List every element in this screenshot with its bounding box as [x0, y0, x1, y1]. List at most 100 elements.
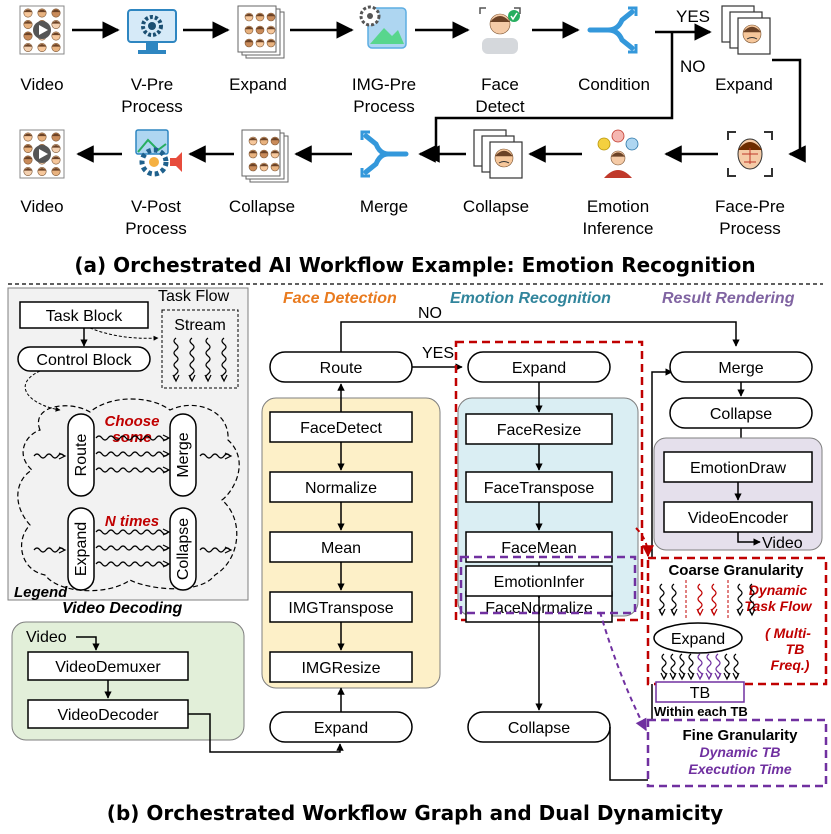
image-gear-icon: [359, 5, 407, 49]
coarse-tb: [655, 681, 745, 703]
legend-merge: Merge: [175, 432, 192, 477]
fine-within: Within each TB: [654, 704, 748, 719]
face-cards-icon: [721, 5, 771, 55]
block-faceresize: FaceResize: [497, 422, 582, 439]
legend-route: Route: [73, 434, 90, 477]
no-label-a: NO: [680, 57, 706, 76]
section-result-rendering: Result Rendering: [662, 290, 795, 307]
legend-cloud: [17, 398, 240, 592]
svg-text:( Multi-: ( Multi-: [765, 625, 811, 641]
legend-title: Legend: [14, 584, 68, 601]
block-rr-collapse: Collapse: [710, 406, 772, 423]
fine-granularity-box: [646, 718, 828, 788]
row1-label-3-1: Process: [353, 97, 414, 116]
row1-label-6-0: Expand: [715, 75, 773, 94]
row2-label-5-1: Inference: [583, 219, 654, 238]
face-cards-icon: [473, 129, 523, 179]
block-normalize: Normalize: [305, 480, 377, 497]
emotion-person-icon: [597, 129, 639, 178]
row2-label-6-0: Face-Pre: [715, 197, 785, 216]
row1-label-1-1: Process: [121, 97, 182, 116]
legend-expand: Expand: [73, 522, 90, 576]
section-emotion-recognition: Emotion Recognition: [450, 290, 611, 307]
row1-label-4-1: Detect: [475, 97, 524, 116]
monitor-gear-icon: [127, 9, 177, 54]
coarse-granularity-box: [646, 556, 828, 686]
row2-label-3-0: Merge: [360, 197, 408, 216]
graph-no: NO: [418, 305, 442, 322]
yes-label-a: YES: [676, 7, 710, 26]
coarse-region-outline: [454, 340, 644, 622]
legend-task-flow: Task Flow: [158, 288, 230, 305]
legend-task-block: [19, 301, 149, 329]
section-face-detection: Face Detection: [283, 290, 397, 307]
gear-speaker-icon: [135, 129, 182, 177]
row1-label-5-0: Condition: [578, 75, 650, 94]
caption-b: (b) Orchestrated Workflow Graph and Dual…: [107, 801, 723, 825]
rr-output-video: Video: [762, 535, 803, 552]
svg-text:TB: TB: [690, 685, 710, 702]
stacked-faces-icon: [241, 129, 289, 183]
legend-panel: Task Block Control Block Task Flow Strea…: [7, 287, 249, 601]
coarse-expand: Expand: [671, 631, 725, 648]
block-er-expand: Expand: [512, 360, 566, 377]
face-check-icon: [479, 7, 521, 54]
legend-choose: Choose: [104, 413, 159, 430]
video-grid-icon: [19, 129, 65, 179]
block-route: Route: [320, 360, 363, 377]
svg-text:Stream: Stream: [174, 317, 226, 334]
caption-a: (a) Orchestrated AI Workflow Example: Em…: [74, 253, 755, 277]
row1-label-2-0: Expand: [229, 75, 287, 94]
legend-n-times: N times: [105, 513, 159, 530]
block-facetranspose: FaceTranspose: [484, 480, 595, 497]
legend-stream-box: [161, 309, 239, 389]
vdec-input-video: Video: [26, 629, 67, 646]
block-er-collapse: Collapse: [508, 720, 570, 737]
svg-text:Execution Time: Execution Time: [688, 761, 791, 777]
graph-yes: YES: [422, 345, 454, 362]
coarse-title: Coarse Granularity: [668, 562, 804, 579]
svg-text:Task Block: Task Block: [46, 308, 123, 325]
block-facemean: FaceMean: [501, 540, 577, 557]
block-fd-expand: Expand: [314, 720, 368, 737]
fork-arrow-icon: [587, 6, 638, 54]
block-emotiondraw: EmotionDraw: [690, 460, 786, 477]
block-imgtranspose: IMGTranspose: [288, 600, 393, 617]
fine-title: Fine Granularity: [682, 727, 798, 744]
block-imgresize: IMGResize: [301, 660, 380, 677]
legend-collapse: Collapse: [175, 518, 192, 580]
row2-label-1-0: V-Post: [131, 197, 181, 216]
row2-label-6-1: Process: [719, 219, 780, 238]
svg-text:Dynamic: Dynamic: [749, 582, 808, 598]
row1-label-0-0: Video: [20, 75, 63, 94]
svg-text:Freq.): Freq.): [771, 657, 810, 673]
face-scan-icon: [727, 131, 773, 177]
row2-label-1-1: Process: [125, 219, 186, 238]
block-videodecoder: VideoDecoder: [57, 707, 159, 724]
row2-label-2-0: Collapse: [229, 197, 295, 216]
section-video-decoding: Video Decoding: [62, 600, 183, 617]
row2-label-5-0: Emotion: [587, 197, 649, 216]
block-videoencoder: VideoEncoder: [688, 510, 789, 527]
merge-arrow-icon: [360, 130, 409, 178]
row2-label-0-0: Video: [20, 197, 63, 216]
row1-label-3-0: IMG-Pre: [352, 75, 416, 94]
workflow-a-arrows: [72, 21, 806, 163]
row1-label-4-0: Face: [481, 75, 519, 94]
video-grid-icon: [19, 5, 65, 55]
row1-label-1-0: V-Pre: [131, 75, 174, 94]
block-merge: Merge: [718, 360, 763, 377]
svg-text:TB: TB: [786, 641, 805, 657]
svg-text:Task Flow: Task Flow: [744, 598, 812, 614]
row2-label-4-0: Collapse: [463, 197, 529, 216]
svg-text:Dynamic TB: Dynamic TB: [700, 744, 781, 760]
block-emotioninfer: EmotionInfer: [494, 574, 585, 591]
fine-region-outline: [459, 555, 637, 615]
stacked-faces-icon: [237, 5, 285, 59]
legend-control-block: [17, 346, 151, 372]
block-videodemuxer: VideoDemuxer: [55, 659, 161, 676]
block-facedetect: FaceDetect: [300, 420, 382, 437]
block-mean: Mean: [321, 540, 361, 557]
svg-text:Control Block: Control Block: [36, 352, 132, 369]
